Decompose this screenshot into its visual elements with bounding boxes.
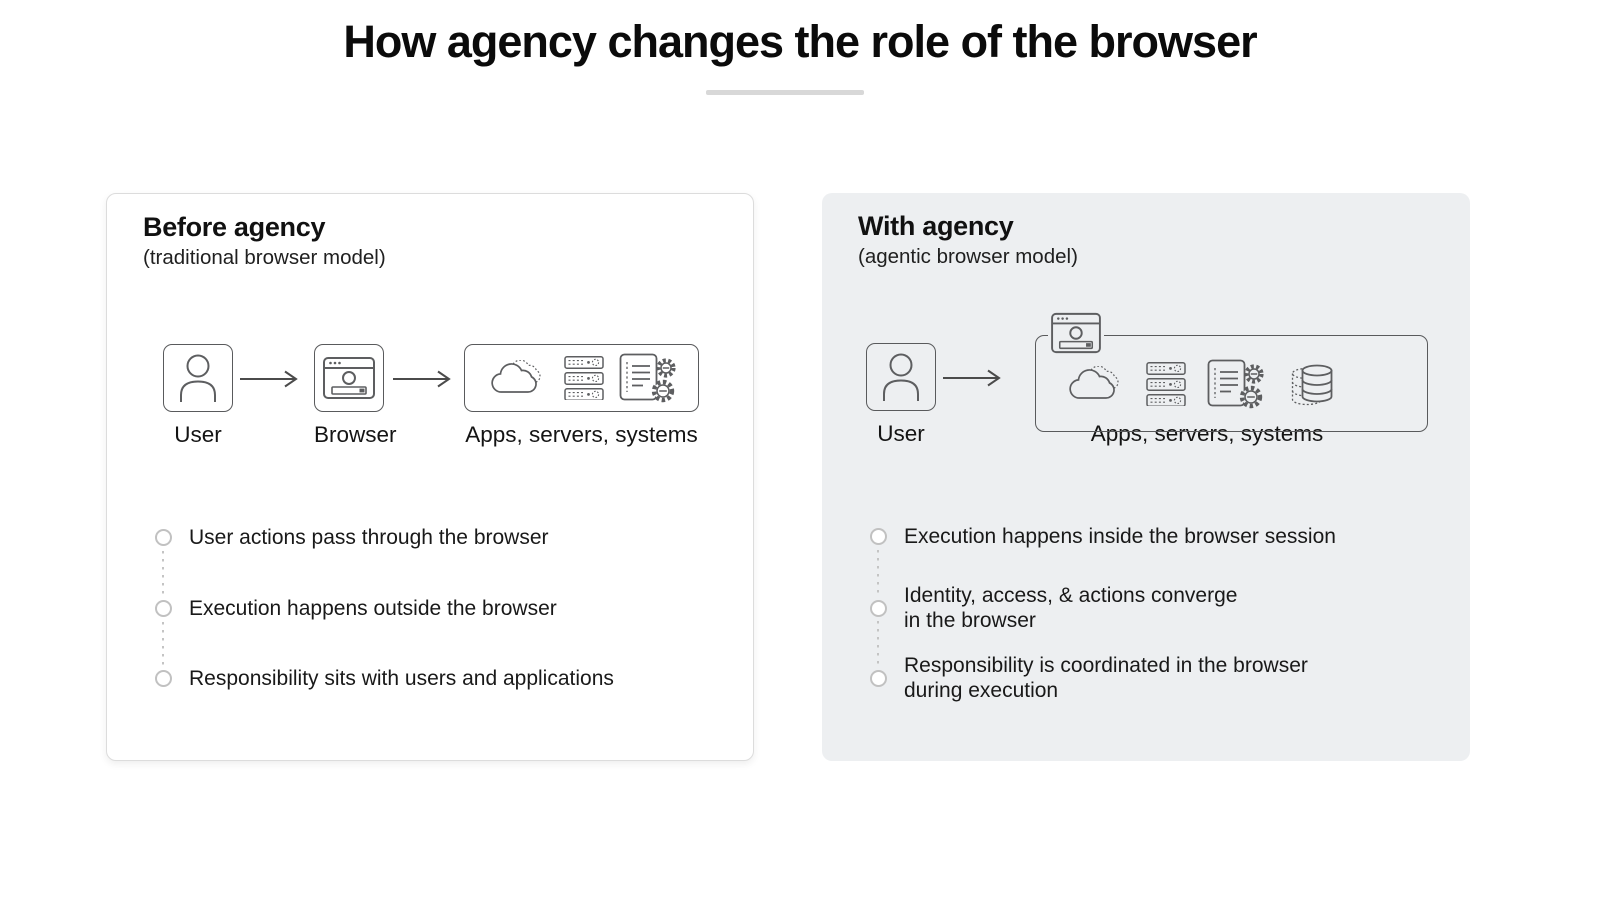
panel-heading: Before agency: [143, 212, 326, 242]
browser-window-icon: [323, 357, 375, 399]
document-gears-icon: [619, 353, 677, 403]
bullet-text: Identity, access, & actions converge in …: [904, 584, 1238, 632]
user-node: [163, 344, 233, 412]
arrow-right-icon: [392, 370, 450, 388]
dotted-connector: [162, 551, 164, 595]
bullet-circle-icon: [870, 599, 887, 617]
bullet-circle-icon: [870, 528, 887, 545]
list-item: User actions pass through the browser: [155, 525, 739, 550]
list-item: Responsibility is coordinated in the bro…: [870, 653, 1456, 703]
list-item: Execution happens inside the browser ses…: [870, 524, 1456, 549]
arrow-right-icon: [942, 369, 1000, 387]
bullet-text: Execution happens outside the browser: [189, 597, 557, 620]
panel-after-header: With agency (agentic browser model): [858, 211, 1078, 269]
dotted-connector: [877, 621, 879, 665]
user-icon: [180, 354, 216, 403]
page-title: How agency changes the role of the brows…: [343, 16, 1257, 67]
arrow-right-icon: [239, 370, 297, 388]
bullet-circle-icon: [155, 670, 172, 687]
dotted-connector: [877, 550, 879, 594]
cloud-icon: [1069, 365, 1120, 399]
list-item: Identity, access, & actions converge in …: [870, 583, 1456, 633]
database-icon: [1291, 364, 1333, 405]
browser-node: [314, 344, 384, 412]
bullet-text: Responsibility is coordinated in the bro…: [904, 654, 1308, 702]
browser-label: Browser: [314, 422, 397, 447]
bullet-text: User actions pass through the browser: [189, 526, 549, 549]
document-gears-icon: [1207, 359, 1265, 409]
dotted-connector: [162, 622, 164, 666]
apps-label: Apps, servers, systems: [1090, 421, 1324, 446]
panel-before-agency: Before agency (traditional browser model…: [106, 193, 754, 761]
server-rack-icon: [1146, 362, 1186, 406]
bullet-circle-icon: [870, 669, 887, 687]
bullet-circle-icon: [155, 529, 172, 546]
panel-with-agency: With agency (agentic browser model) User…: [822, 193, 1470, 761]
panel-subheading: (traditional browser model): [143, 246, 386, 269]
apps-servers-systems-node: [464, 344, 699, 412]
bullet-text: Execution happens inside the browser ses…: [904, 525, 1336, 548]
panel-heading: With agency: [858, 211, 1014, 241]
user-label: User: [877, 421, 925, 446]
bullet-circle-icon: [155, 600, 172, 617]
browser-node: [1048, 308, 1104, 358]
cloud-icon: [491, 360, 542, 393]
user-label: User: [174, 422, 222, 447]
panel-before-header: Before agency (traditional browser model…: [143, 212, 386, 270]
bullet-text: Responsibility sits with users and appli…: [189, 667, 614, 690]
title-divider: [706, 90, 864, 95]
user-icon: [883, 353, 919, 402]
user-node: [866, 343, 936, 411]
browser-session-node: [1035, 335, 1428, 432]
panel-subheading: (agentic browser model): [858, 245, 1078, 268]
apps-label: Apps, servers, systems: [465, 422, 698, 447]
list-item: Execution happens outside the browser: [155, 596, 739, 621]
list-item: Responsibility sits with users and appli…: [155, 666, 739, 691]
browser-window-icon: [1051, 312, 1101, 354]
server-rack-icon: [564, 356, 604, 400]
